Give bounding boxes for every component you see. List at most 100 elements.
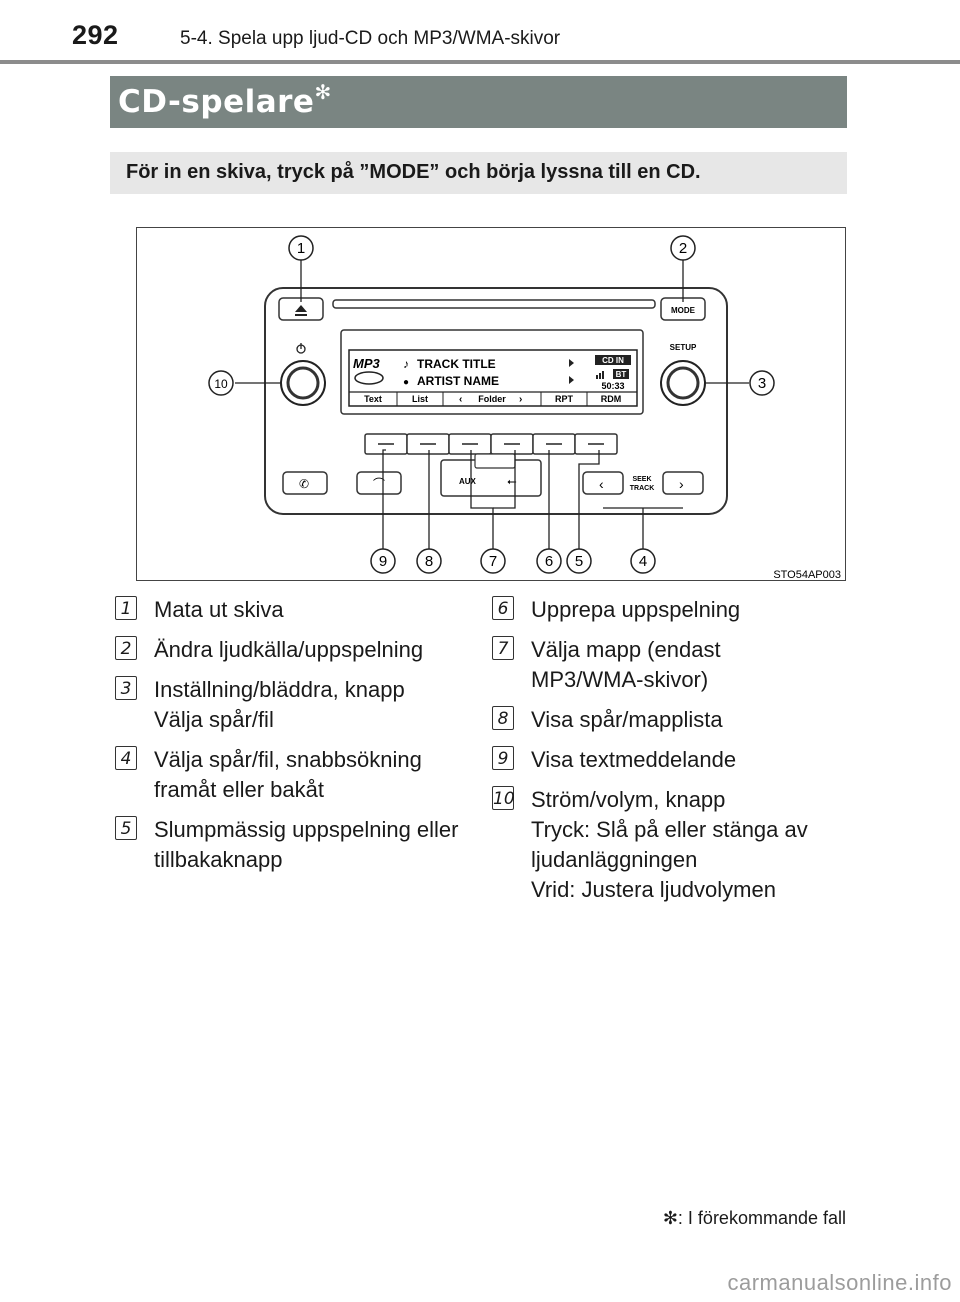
softkey-folder: Folder	[478, 394, 506, 404]
legend-item: 2 Ändra ljudkälla/uppspelning	[112, 635, 472, 665]
softkey-text: Text	[364, 394, 382, 404]
callout-8: 8	[416, 548, 442, 574]
folder-prev-chevron-icon: ‹	[459, 394, 462, 405]
play-arrow-icon-2	[569, 376, 574, 384]
legend-number-badge: 8	[492, 706, 514, 730]
page-number: 292	[72, 20, 119, 50]
header-rule	[0, 60, 960, 64]
track-label: TRACK	[630, 485, 655, 492]
svg-text:5: 5	[575, 553, 583, 570]
power-volume-knob-inner	[286, 366, 320, 400]
legend-line: Tryck: Slå på eller stänga av	[531, 817, 808, 842]
seek-label: SEEK	[632, 476, 651, 483]
display-track-title: TRACK TITLE	[417, 357, 496, 371]
svg-text:9: 9	[379, 553, 387, 570]
bt-label: BT	[616, 370, 627, 379]
legend-line: Välja spår/fil, snabbsökning	[154, 747, 422, 772]
callout-1: 1	[288, 235, 314, 261]
legend-text: Upprepa uppspelning	[531, 595, 849, 625]
softkey-rpt: RPT	[555, 394, 574, 404]
callout-3: 3	[749, 370, 775, 396]
legend-line: Vrid: Justera ljudvolymen	[531, 877, 776, 902]
legend-text: Mata ut skiva	[154, 595, 472, 625]
legend-line: Mata ut skiva	[154, 597, 284, 622]
display-artist-name: ARTIST NAME	[417, 374, 499, 388]
legend-text: Visa textmeddelande	[531, 745, 849, 775]
section-bar	[110, 76, 847, 128]
legend-item: 1 Mata ut skiva	[112, 595, 472, 625]
legend-line: framåt eller bakåt	[154, 777, 324, 802]
legend-text: Välja spår/fil, snabbsökning framåt eller…	[154, 745, 472, 805]
callout-7: 7	[480, 548, 506, 574]
person-icon: ●	[403, 377, 409, 388]
note-icon: ♪	[403, 357, 409, 371]
legend-item: 4 Välja spår/fil, snabbsökning framåt elle…	[112, 745, 472, 805]
display-mp3-badge: MP3	[353, 356, 381, 371]
svg-text:7: 7	[489, 553, 497, 570]
seek-back-button[interactable]	[582, 471, 624, 495]
phone-pickup-button[interactable]	[282, 471, 328, 495]
running-head: 5-4. Spela upp ljud-CD och MP3/WMA-skivo…	[180, 28, 561, 49]
legend-number-badge: 3	[115, 676, 137, 700]
display-time: 50:33	[601, 381, 624, 391]
section-title: CD-spelare✻	[118, 80, 332, 120]
asterisk-icon: ✻	[314, 80, 332, 104]
softkey-rdm: RDM	[601, 394, 622, 404]
cd-slot	[332, 299, 656, 309]
legend-text: Visa spår/mapplista	[531, 705, 849, 735]
watermark: carmanualsonline.info	[727, 1270, 952, 1295]
legend-line: Visa textmeddelande	[531, 747, 737, 772]
legend-line: Visa spår/mapplista	[531, 707, 723, 732]
callout-2: 2	[670, 235, 696, 261]
legend-line: tillbakaknapp	[154, 847, 283, 872]
callout-leaders	[235, 260, 749, 550]
usb-port	[474, 453, 516, 469]
legend-number-badge: 1	[115, 596, 137, 620]
legend-text: Ändra ljudkälla/uppspelning	[154, 635, 472, 665]
phone-pickup-icon: ✆	[299, 477, 309, 491]
figure-code: STO54AP003	[773, 569, 841, 581]
svg-text:1: 1	[297, 240, 305, 257]
legend-line: MP3/WMA-skivor)	[531, 667, 709, 692]
intro-box	[110, 152, 847, 194]
softkey-list: List	[412, 394, 428, 404]
svg-text:10: 10	[214, 377, 228, 391]
callout-markers: 1 2 3 10 9 8 7 6 5 4	[208, 235, 775, 574]
footnote: ✻: I förekommande fall	[662, 1208, 846, 1228]
legend-number-badge: 2	[115, 636, 137, 660]
radio-panel-illustration: MODE SETUP MP3 ♪ TRACK TITLE ● ARTIST NA…	[208, 235, 841, 581]
preset-buttons[interactable]	[364, 433, 618, 455]
svg-text:8: 8	[425, 553, 433, 570]
svg-text:6: 6	[545, 553, 553, 570]
seek-forward-button[interactable]	[662, 471, 704, 495]
legend-number-badge: 6	[492, 596, 514, 620]
legend-line: Välja mapp (endast	[531, 637, 721, 662]
seek-forward-chevron-icon: ›	[679, 476, 684, 492]
phone-hangup-button[interactable]	[356, 471, 402, 495]
legend-item: 6 Upprepa uppspelning	[489, 595, 849, 625]
legend-line: Välja spår/fil	[154, 707, 274, 732]
legend-number-badge: 4	[115, 746, 137, 770]
intro-text: För in en skiva, tryck på ”MODE” och bör…	[126, 161, 701, 183]
play-arrow-icon	[569, 359, 574, 367]
cd-in-label: CD IN	[602, 356, 624, 365]
phone-hangup-icon: ⌒	[373, 477, 385, 491]
callout-5: 5	[566, 548, 592, 574]
legend-line: ljudanläggningen	[531, 847, 698, 872]
signal-icon	[596, 371, 604, 379]
legend-line: Ström/volym, knapp	[531, 787, 726, 812]
softkey-dividers	[396, 392, 588, 406]
legend-number-badge: 7	[492, 636, 514, 660]
usb-icon: ⭠	[507, 474, 517, 488]
setup-label: SETUP	[670, 343, 697, 352]
